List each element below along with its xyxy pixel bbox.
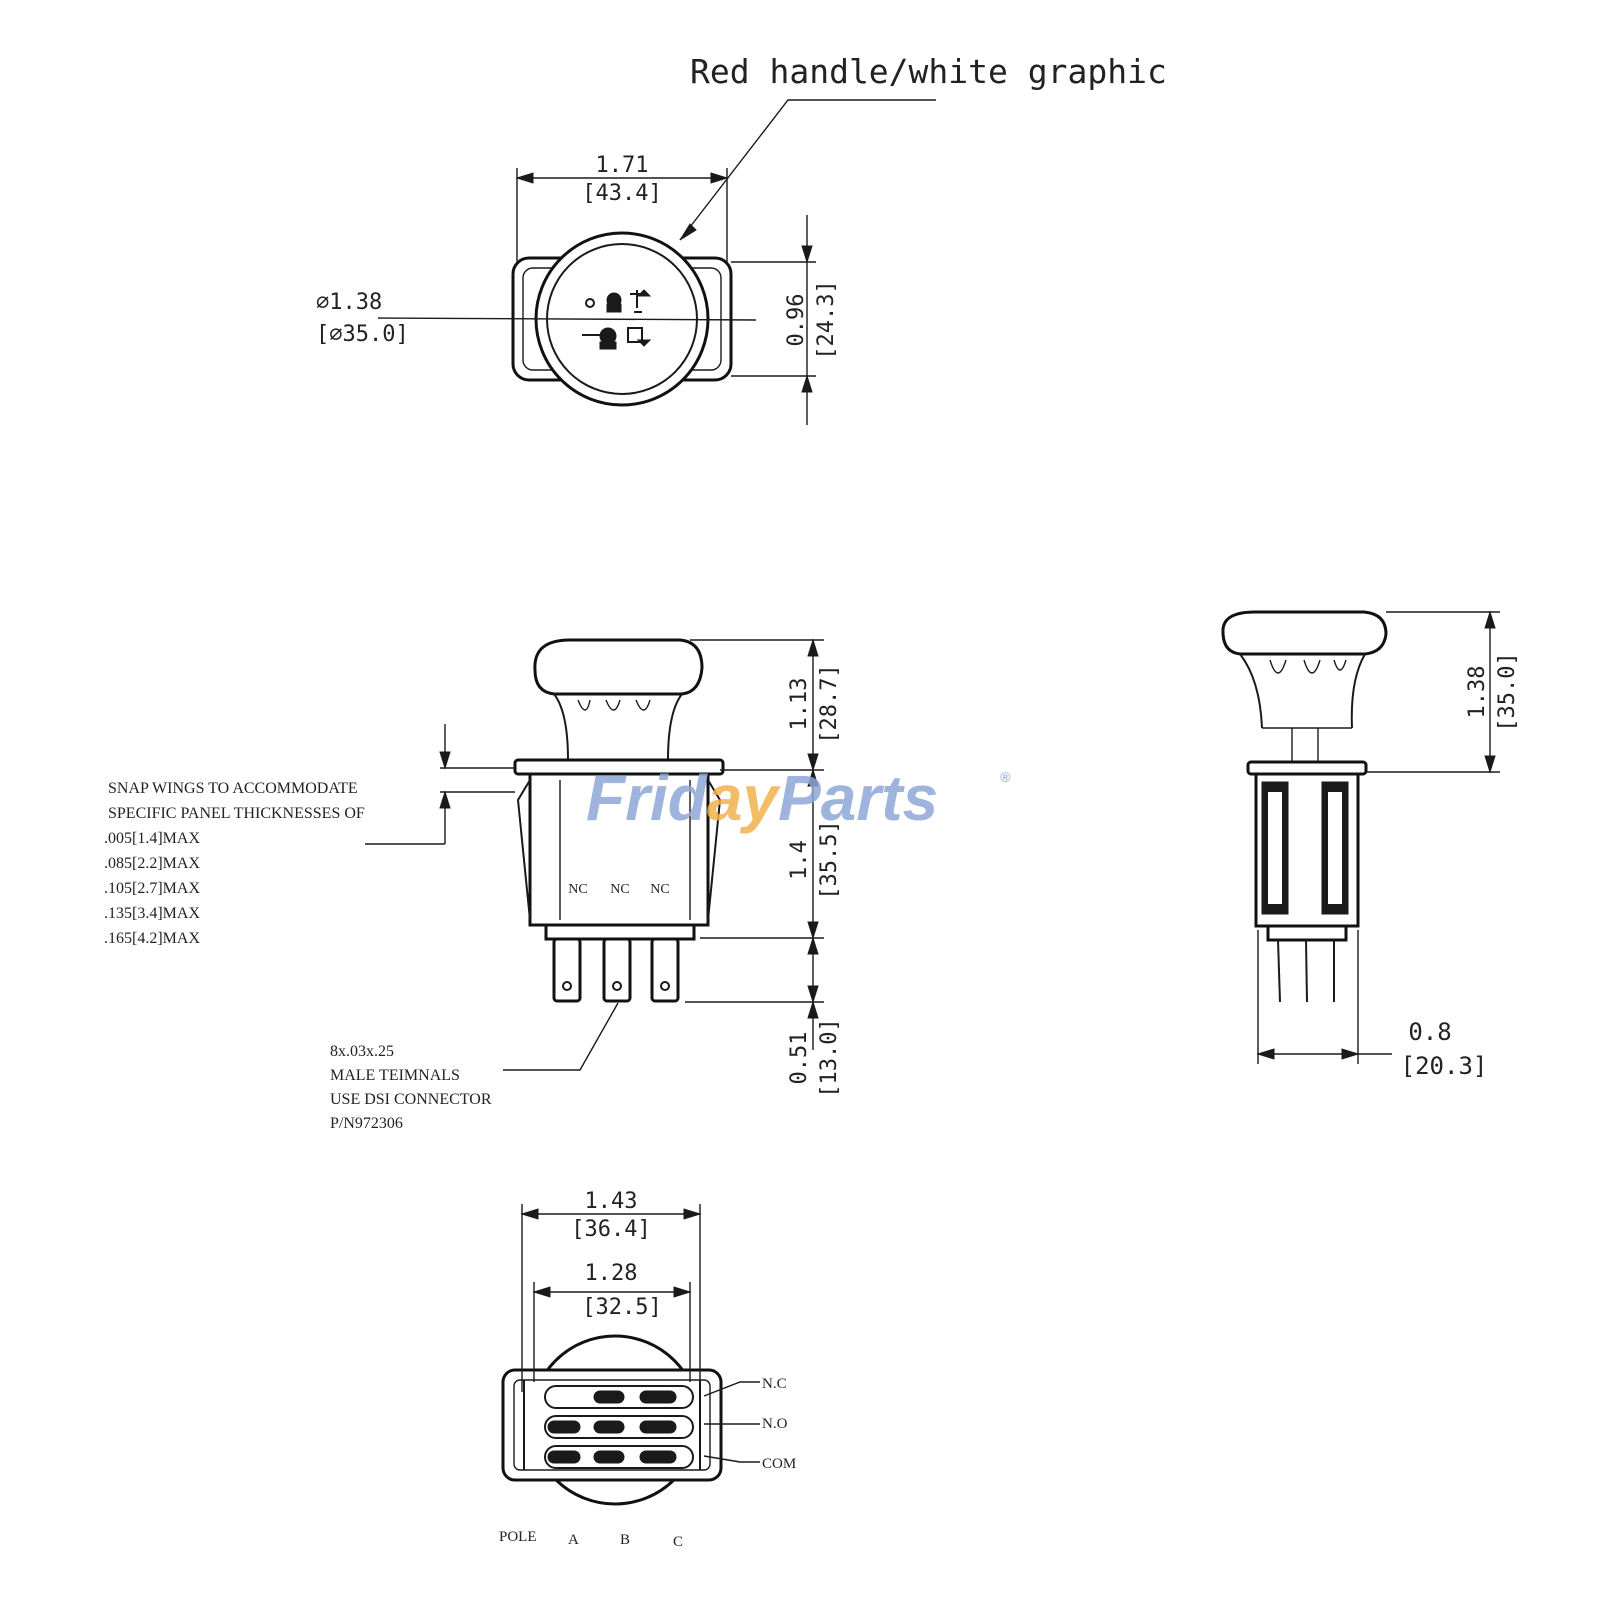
terminal-note-line-1: 8x.03x.25: [330, 1043, 394, 1060]
front-handle-height-in: 1.13: [787, 678, 812, 731]
front-body-height-in: 1.4: [787, 840, 812, 880]
snap-note-line-7: .165[4.2]MAX: [104, 930, 200, 947]
bottom-pole-a: A: [568, 1532, 579, 1548]
handle-callout-leader: [679, 99, 936, 241]
front-terminal-in: 0.51: [787, 1032, 812, 1085]
bottom-inner-mm: [32.5]: [582, 1295, 661, 1320]
bottom-contacts: [547, 1390, 677, 1464]
handle-callout-arrow: [679, 223, 697, 241]
top-width-arrow-left: [515, 172, 534, 184]
bottom-row-no: [544, 1415, 694, 1439]
side-view: 1.38 [35.0] 0.8 [20.3]: [1221, 610, 1520, 1080]
diameter-leader: [377, 317, 757, 321]
side-height-mm: [35.0]: [1495, 652, 1520, 731]
top-width-mm: [43.4]: [582, 181, 661, 206]
snap-note-line-6: .135[3.4]MAX: [104, 905, 200, 922]
watermark-registered: ®: [1000, 769, 1011, 785]
bottom-row-com: [544, 1445, 694, 1469]
top-width-arrow-right: [710, 172, 729, 184]
watermark: FridayParts ®: [586, 762, 1011, 834]
side-collar: [1246, 760, 1368, 776]
side-handle-cap: [1221, 610, 1388, 656]
bottom-pole-b: B: [620, 1532, 630, 1548]
snap-note-line-4: .085[2.2]MAX: [104, 855, 200, 872]
bottom-row-label-nc: N.C: [762, 1376, 787, 1392]
snap-arrow-top: [439, 751, 451, 770]
top-height-mm: [24.3]: [814, 280, 839, 359]
front-snap-wing-right: [707, 779, 722, 921]
bottom-outer-mm: [36.4]: [571, 1217, 650, 1242]
snap-note-line-3: .005[1.4]MAX: [104, 830, 200, 847]
snap-note-line-1: SNAP WINGS TO ACCOMMODATE: [108, 780, 358, 797]
front-handle-cap: [533, 638, 704, 696]
bottom-row-label-no: N.O: [762, 1416, 788, 1432]
watermark-logo: FridayParts: [586, 762, 938, 834]
snap-note-line-5: .105[2.7]MAX: [104, 880, 200, 897]
bottom-outer-in: 1.43: [585, 1189, 638, 1214]
side-pin-1: [1277, 939, 1281, 1003]
front-body: [528, 772, 710, 927]
front-contact-label-1: NC: [568, 882, 587, 897]
side-handle-stem: [1239, 653, 1366, 729]
top-height-in: 0.96: [784, 294, 809, 347]
side-handle-ribs: [1269, 659, 1347, 674]
front-body-height-mm: [35.5]: [817, 820, 842, 899]
front-terminal-a: [552, 937, 582, 1003]
snap-arrow-bottom: [439, 790, 451, 809]
front-view: NC NC NC SNAP WINGS TO ACCOMMODATE SPECI…: [104, 638, 842, 1132]
handle-callout-text: Red handle/white graphic: [690, 52, 1167, 91]
front-snap-wing-left: [516, 779, 531, 921]
bottom-pole-label: POLE: [499, 1529, 537, 1545]
bottom-inner-in: 1.28: [585, 1261, 638, 1286]
front-handle-ribs: [577, 699, 651, 711]
bottom-row-nc: [544, 1385, 694, 1409]
terminal-note-line-2: MALE TEIMNALS: [330, 1067, 460, 1084]
handle-graphic-icon: [582, 289, 652, 350]
terminal-callout-leader: [503, 1002, 619, 1071]
front-terminal-c: [650, 937, 680, 1003]
snap-note-line-2: SPECIFIC PANEL THICKNESSES OF: [108, 805, 365, 822]
side-depth-in: 0.8: [1408, 1018, 1451, 1046]
side-base: [1266, 924, 1348, 942]
front-handle-stem: [553, 693, 683, 761]
top-width-in: 1.71: [596, 153, 649, 178]
front-contact-label-2: NC: [610, 882, 629, 897]
bottom-pole-c: C: [673, 1534, 683, 1550]
top-view: ⌀1.38 [⌀35.0] 1.71 [43.4] 0.96 [24.3]: [316, 153, 839, 425]
front-terminals: [552, 937, 680, 1003]
top-dia-mm: [⌀35.0]: [316, 322, 409, 347]
front-contact-label-3: NC: [650, 882, 669, 897]
top-height-arrow-bottom: [801, 374, 813, 393]
top-height-arrow-top: [801, 245, 813, 264]
side-depth-mm: [20.3]: [1401, 1052, 1488, 1080]
terminal-note-line-4: P/N972306: [330, 1115, 403, 1132]
side-height-in: 1.38: [1465, 666, 1490, 719]
bottom-row-label-com: COM: [762, 1456, 796, 1472]
top-dia-in: ⌀1.38: [316, 290, 382, 315]
bottom-view: N.C N.O COM POLE A B C 1.43 [36.4] 1.28 …: [499, 1189, 796, 1550]
front-handle-height-mm: [28.7]: [817, 664, 842, 743]
terminal-note-line-3: USE DSI CONNECTOR: [330, 1091, 492, 1108]
front-terminal-b: [602, 937, 632, 1003]
side-pin-2: [1305, 939, 1308, 1003]
front-base-plate: [544, 923, 696, 941]
front-terminal-mm: [13.0]: [817, 1018, 842, 1097]
